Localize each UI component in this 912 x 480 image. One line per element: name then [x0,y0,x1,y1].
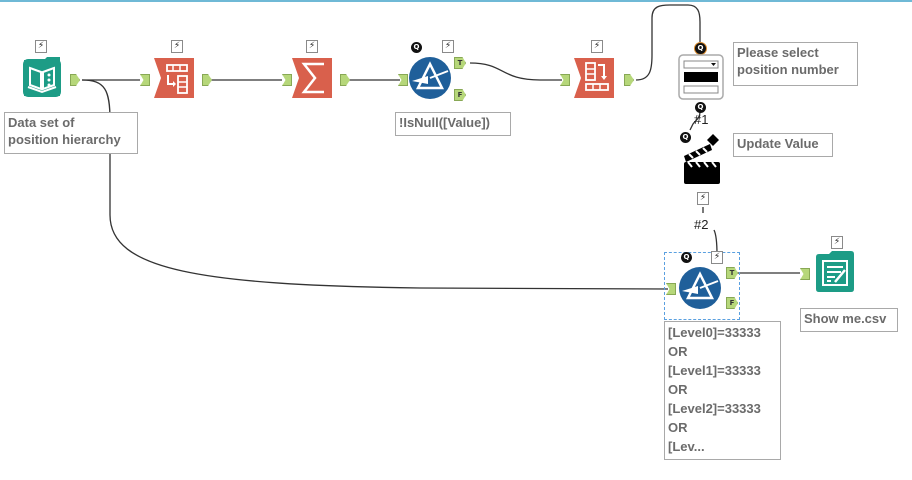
annotation-dropdown: Please select position number [733,42,858,86]
clapperboard-action-icon [684,134,720,184]
crosstab-tool[interactable]: ⚡ [558,40,638,110]
output-anchor[interactable] [202,74,212,86]
true-anchor[interactable]: T [726,267,738,279]
wire-input-to-filter2 [81,79,669,290]
bolt-icon: ⚡ [35,40,47,53]
input-anchor[interactable] [666,283,676,295]
filter-prism-icon [409,57,451,99]
true-anchor[interactable]: T [454,57,466,69]
annotation-input: Data set of position hierarchy [4,112,138,154]
input-data-tool[interactable]: ⚡ [18,40,88,110]
wire-filter1-to-crosstab [469,62,562,81]
question-badge-icon: Q [681,252,692,263]
connection-label-1: #1 [694,112,709,127]
transpose-icon [154,58,194,98]
question-badge-icon: Q [411,42,422,53]
bolt-icon: ⚡ [171,40,183,53]
output-anchor[interactable] [624,74,634,86]
connection-label-2: #2 [694,217,709,232]
book-data-input-icon [23,57,61,97]
filter-tool-1[interactable]: Q ⚡ T F [396,40,476,110]
false-anchor[interactable]: F [454,89,466,101]
input-anchor[interactable] [398,74,408,86]
question-input-badge-icon: Q [695,43,706,54]
annotation-filter2: [Level0]=33333 OR [Level1]=33333 OR [Lev… [664,321,781,460]
action-tool[interactable]: Q ⚡ [676,124,726,205]
selection-outline [664,252,740,320]
wire-crosstab-to-dropdown [635,4,701,81]
bolt-icon: ⚡ [591,40,603,53]
input-anchor[interactable] [800,268,810,280]
canvas-top-border [0,0,912,2]
filter-prism-icon [679,267,721,309]
input-anchor[interactable] [140,74,150,86]
annotation-action: Update Value [733,133,833,157]
bolt-icon: ⚡ [711,251,723,264]
transpose-tool[interactable]: ⚡ [138,40,218,110]
annotation-output: Show me.csv [800,308,898,332]
question-output-badge-icon: Q [695,102,706,113]
bolt-icon: ⚡ [306,40,318,53]
false-anchor[interactable]: F [726,297,738,309]
question-badge-icon: Q [680,132,691,143]
dropdown-interface-icon [678,54,724,100]
annotation-filter1: !IsNull([Value]) [395,112,511,136]
dropdown-interface-tool[interactable]: Q Q [676,40,726,115]
bolt-icon: ⚡ [697,192,709,205]
csv-output-icon [816,251,854,292]
output-anchor[interactable] [70,74,80,86]
bolt-icon: ⚡ [831,236,843,249]
output-anchor[interactable] [340,74,350,86]
output-csv-tool[interactable]: ⚡ [798,236,868,306]
filter-tool-2[interactable]: Q ⚡ T F [664,250,744,320]
bolt-icon: ⚡ [442,40,454,53]
input-anchor[interactable] [560,74,570,86]
summarize-sigma-icon [292,58,332,98]
summarize-tool[interactable]: ⚡ [280,40,360,110]
crosstab-icon [574,58,614,98]
